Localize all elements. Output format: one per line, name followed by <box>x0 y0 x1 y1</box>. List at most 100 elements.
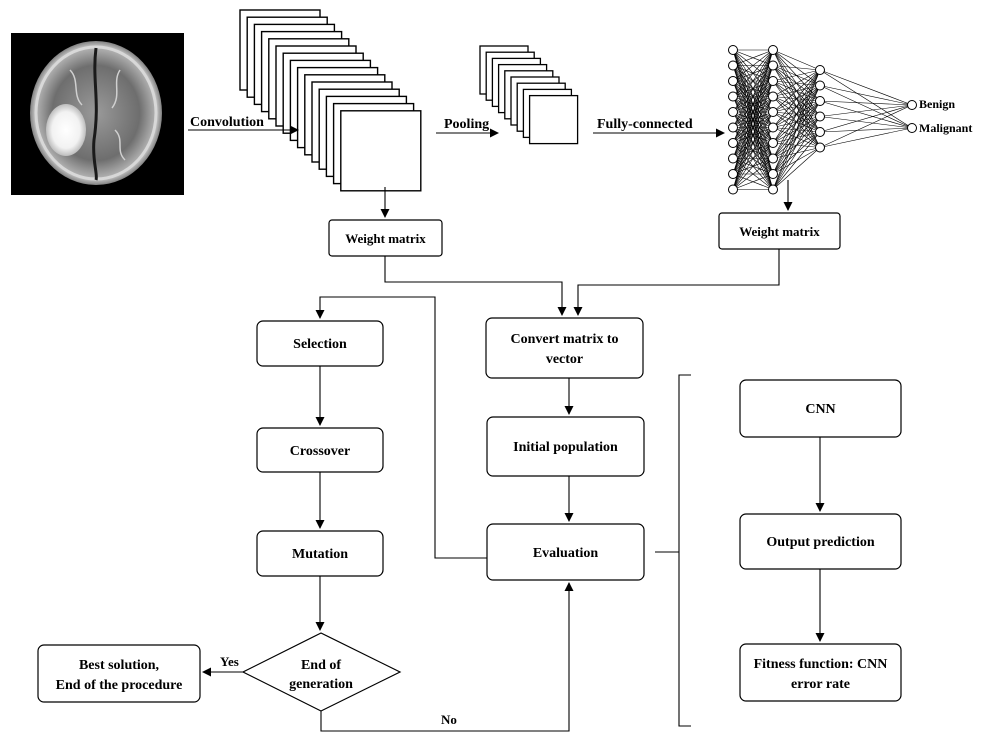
network-node <box>768 60 778 71</box>
convolution-feature-maps <box>239 9 422 192</box>
network-connection <box>819 85 913 106</box>
network-node <box>815 127 825 137</box>
network-connection <box>772 116 821 190</box>
network-node <box>728 91 738 102</box>
network-node <box>815 111 825 122</box>
network-node <box>815 65 825 75</box>
network-connection <box>732 80 774 190</box>
network-connection <box>819 127 913 148</box>
network-connection <box>819 127 913 133</box>
network-connection <box>772 69 821 97</box>
network-connection <box>772 69 821 175</box>
decision-label-line2: generation <box>289 677 353 692</box>
network-connection <box>819 116 913 129</box>
arrow-fc-weight-to-convert <box>573 249 780 316</box>
network-connection <box>732 173 774 190</box>
network-connection <box>819 100 913 106</box>
arrow-conv-weight-to-convert <box>384 256 567 316</box>
network-node <box>728 107 738 117</box>
fitness-function-label-line2: error rate <box>791 677 850 692</box>
network-node <box>768 91 778 102</box>
network-connection <box>732 49 774 97</box>
network-connection <box>732 65 774 190</box>
network-connection <box>772 69 821 190</box>
initial-population-box <box>486 416 645 477</box>
output-benign-label: Benign <box>919 97 955 111</box>
cnn-label: CNN <box>805 402 835 417</box>
network-connection <box>772 69 821 159</box>
arrow-no <box>320 582 574 732</box>
network-node <box>907 123 917 133</box>
network-node <box>728 138 738 148</box>
fitness-function-box <box>739 643 902 702</box>
network-node <box>768 122 778 133</box>
fitness-function-label-line1: Fitness function: CNN <box>754 657 888 672</box>
network-connection <box>772 69 821 144</box>
no-label: No <box>441 712 457 727</box>
network-connection <box>732 142 774 190</box>
network-connection <box>732 49 774 82</box>
best-solution-box <box>37 644 201 703</box>
network-connection <box>772 147 821 190</box>
network-connection <box>732 49 774 128</box>
pool-feature-map <box>528 94 579 145</box>
network-connection <box>772 49 821 71</box>
network-node <box>815 142 825 153</box>
mri-brain-image <box>11 33 184 195</box>
evaluation-label: Evaluation <box>533 546 599 561</box>
selection-label: Selection <box>293 337 347 352</box>
network-node <box>768 45 778 55</box>
convert-matrix-box <box>485 317 644 379</box>
network-connection <box>772 65 821 71</box>
network-node <box>768 184 778 195</box>
network-connection <box>819 104 913 148</box>
network-connection <box>819 85 913 129</box>
fitness-bracket <box>678 374 691 727</box>
network-connection <box>819 104 913 133</box>
pooling-feature-maps <box>479 45 579 145</box>
network-node <box>768 76 778 86</box>
network-node <box>815 80 825 91</box>
network-connection <box>772 69 821 82</box>
network-node <box>768 107 778 117</box>
network-node <box>728 153 738 164</box>
initial-population-label: Initial population <box>513 440 618 455</box>
network-node <box>728 60 738 71</box>
fully-connected-label: Fully-connected <box>597 117 693 132</box>
evaluation-box <box>486 523 645 581</box>
network-connection <box>819 100 913 129</box>
network-connection <box>732 111 774 190</box>
network-connection <box>819 69 913 129</box>
network-connection <box>772 69 821 128</box>
best-solution-label-line2: End of the procedure <box>56 678 183 693</box>
convert-matrix-label-line2: vector <box>546 352 583 367</box>
output-malignant-label: Malignant <box>919 121 972 135</box>
mutation-label: Mutation <box>292 547 348 562</box>
conv-feature-map <box>340 110 422 192</box>
network-connection <box>819 104 913 117</box>
network-node <box>728 45 738 55</box>
network-node <box>768 138 778 148</box>
network-node <box>815 96 825 106</box>
network-node <box>907 100 917 110</box>
network-node <box>728 76 738 86</box>
network-connection <box>772 69 821 113</box>
network-connection <box>772 131 821 190</box>
convert-matrix-label-line1: Convert matrix to <box>510 332 618 347</box>
network-node <box>728 122 738 133</box>
network-node <box>728 169 738 179</box>
network-connection <box>732 49 774 144</box>
network-connection <box>732 49 774 159</box>
network-connection <box>732 96 774 190</box>
pooling-label: Pooling <box>444 117 489 132</box>
convolution-label: Convolution <box>190 115 264 130</box>
network-connection <box>732 49 774 66</box>
fc-weight-matrix-label: Weight matrix <box>739 224 820 239</box>
decision-label-line1: End of <box>301 658 341 673</box>
network-connection <box>732 158 774 190</box>
conv-weight-matrix-label: Weight matrix <box>345 231 426 246</box>
crossover-label: Crossover <box>290 444 350 459</box>
network-connection <box>772 85 821 190</box>
